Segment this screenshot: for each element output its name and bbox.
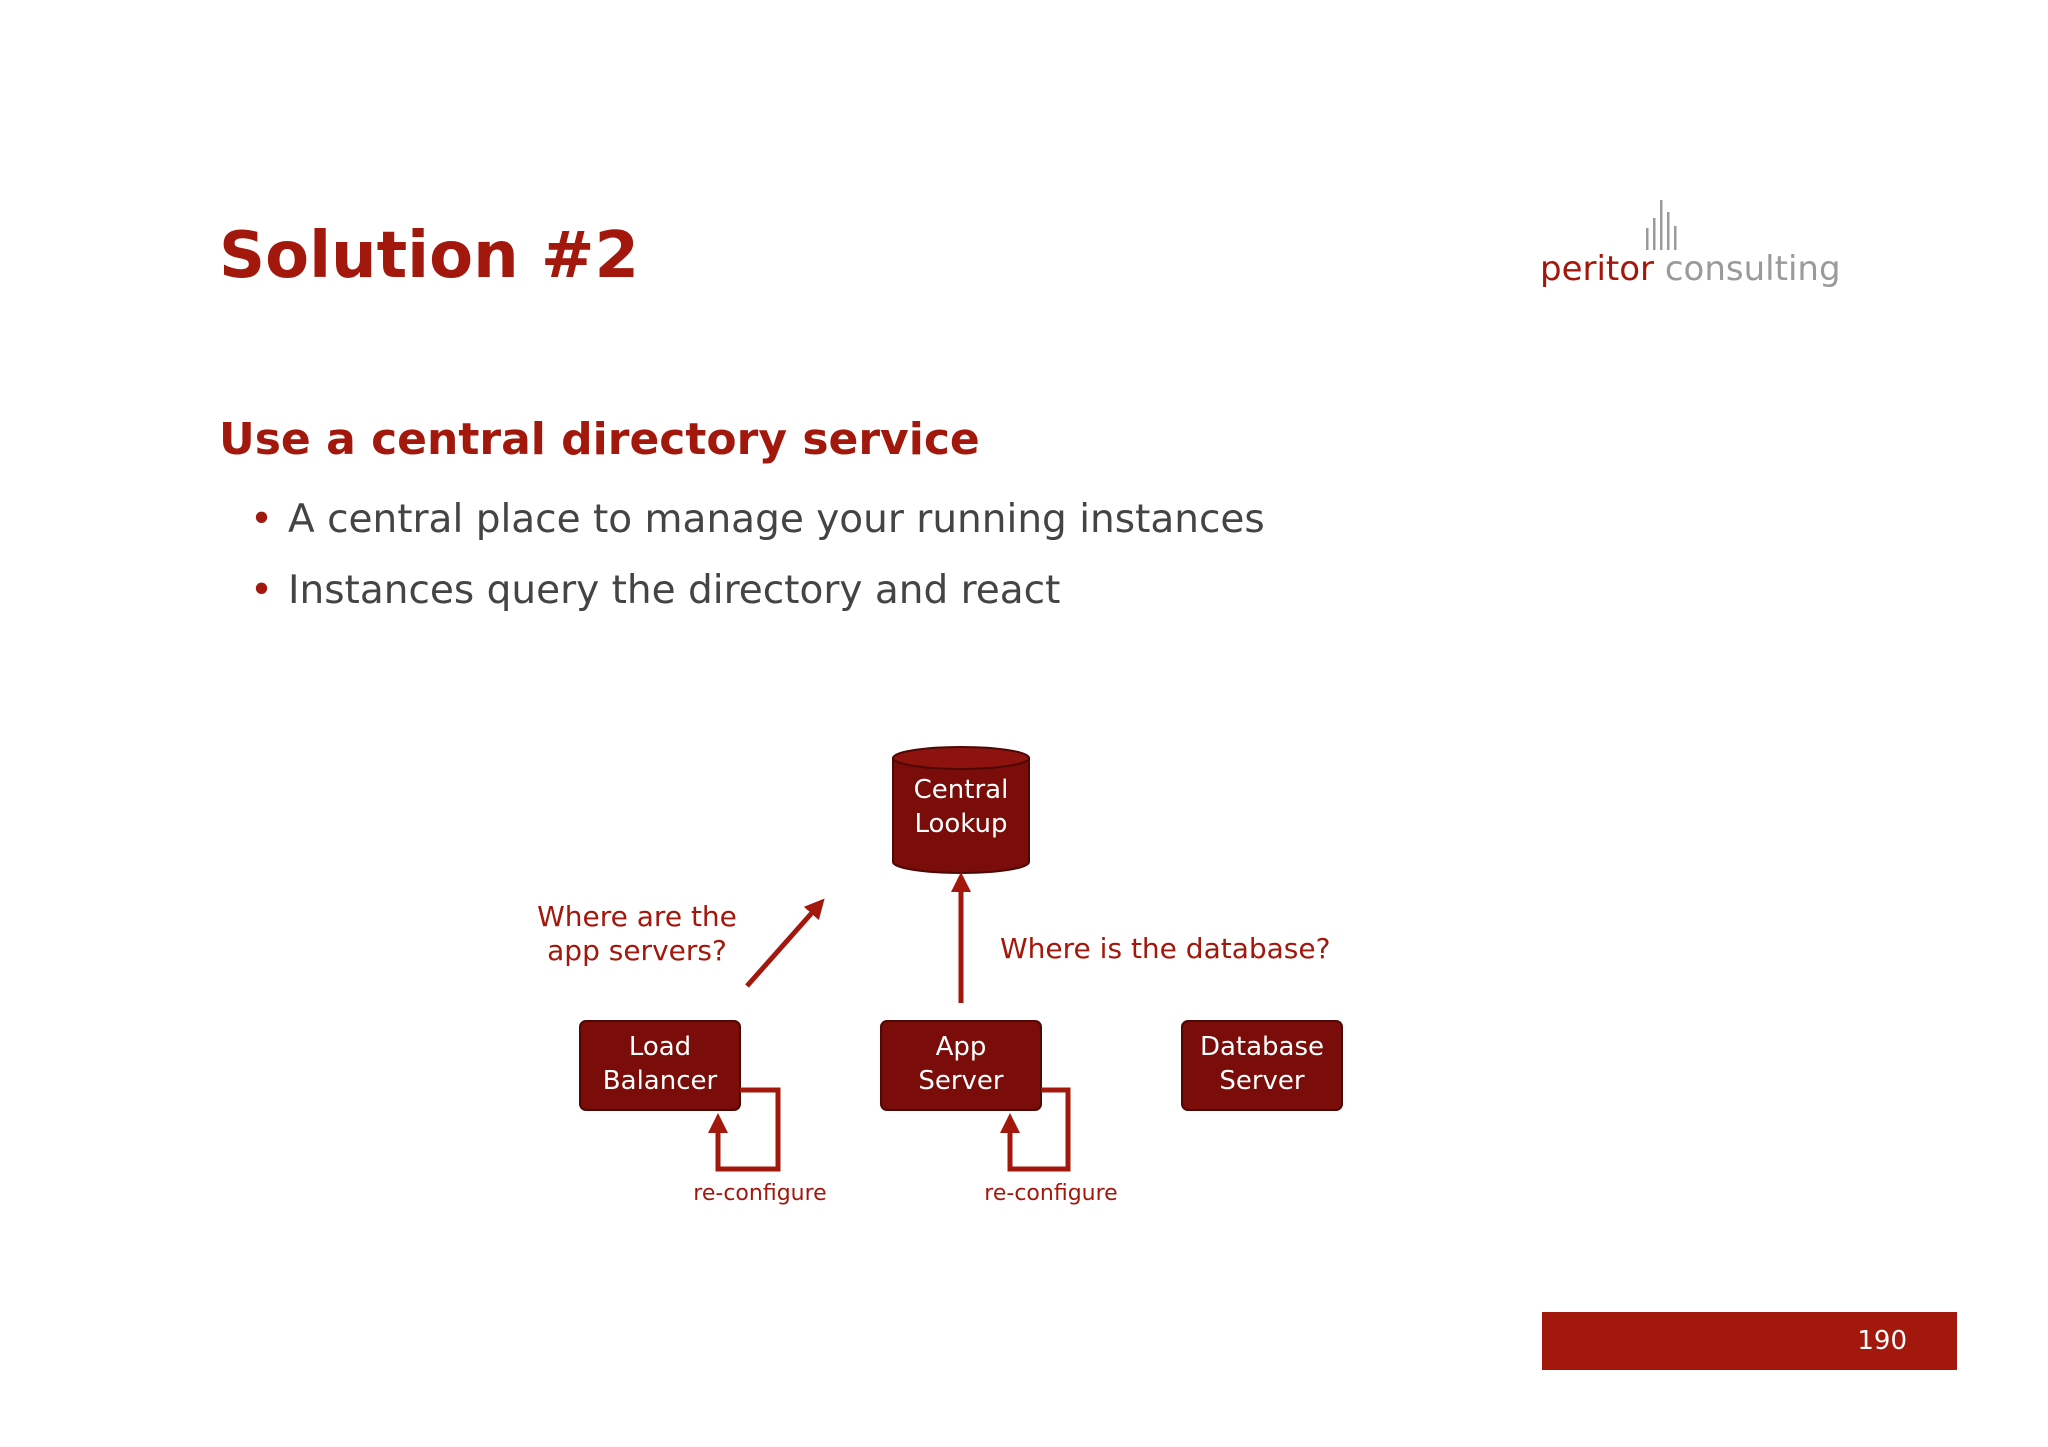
slide-subtitle: Use a central directory service	[219, 414, 980, 465]
logo-word-consulting: consulting	[1664, 249, 1841, 289]
bullet-dot-icon: •	[250, 568, 274, 613]
central-lookup-label-2: Lookup	[914, 809, 1007, 839]
reconfigure-app-label: re-configure	[984, 1181, 1117, 1206]
reconfigure-loop-app-icon	[1000, 1087, 1071, 1172]
bullet-item: • A central place to manage your running…	[250, 500, 1265, 571]
query-app-label: Where is the database?	[1000, 932, 1330, 965]
company-logo: peritor consulting	[1540, 198, 1841, 294]
query-arrow-lb-icon	[745, 898, 825, 988]
app-server-label-1: App	[936, 1032, 987, 1062]
page-number-badge: 190	[1542, 1312, 1957, 1370]
logo-word-peritor: peritor	[1540, 249, 1655, 289]
database-server-node: Database Server	[1181, 1020, 1343, 1111]
page-number: 190	[1857, 1326, 1907, 1356]
app-server-node: App Server	[880, 1020, 1042, 1111]
query-lb-label-2: app servers?	[547, 934, 727, 967]
reconfigure-lb-label: re-configure	[693, 1181, 826, 1206]
bullet-item: • Instances query the directory and reac…	[250, 571, 1265, 642]
bullet-text: Instances query the directory and react	[288, 568, 1061, 613]
reconfigure-loop-lb-icon	[708, 1087, 781, 1172]
bullet-dot-icon: •	[250, 497, 274, 542]
bullet-text: A central place to manage your running i…	[288, 497, 1265, 542]
query-lb-label-1: Where are the	[537, 900, 737, 933]
load-balancer-label-2: Balancer	[603, 1066, 718, 1096]
database-server-label-2: Server	[1219, 1066, 1305, 1096]
load-balancer-node: Load Balancer	[579, 1020, 741, 1111]
central-lookup-database-icon: Central Lookup	[892, 746, 1030, 874]
slide-title: Solution #2	[219, 219, 640, 293]
database-server-label-1: Database	[1200, 1032, 1324, 1062]
app-server-label-2: Server	[918, 1066, 1004, 1096]
bar-chart-icon	[1646, 200, 1677, 250]
load-balancer-label-1: Load	[629, 1032, 691, 1062]
logo-wordmark: peritor consulting	[1540, 252, 1841, 286]
bullet-list: • A central place to manage your running…	[250, 500, 1265, 642]
central-lookup-label-1: Central	[914, 775, 1009, 805]
